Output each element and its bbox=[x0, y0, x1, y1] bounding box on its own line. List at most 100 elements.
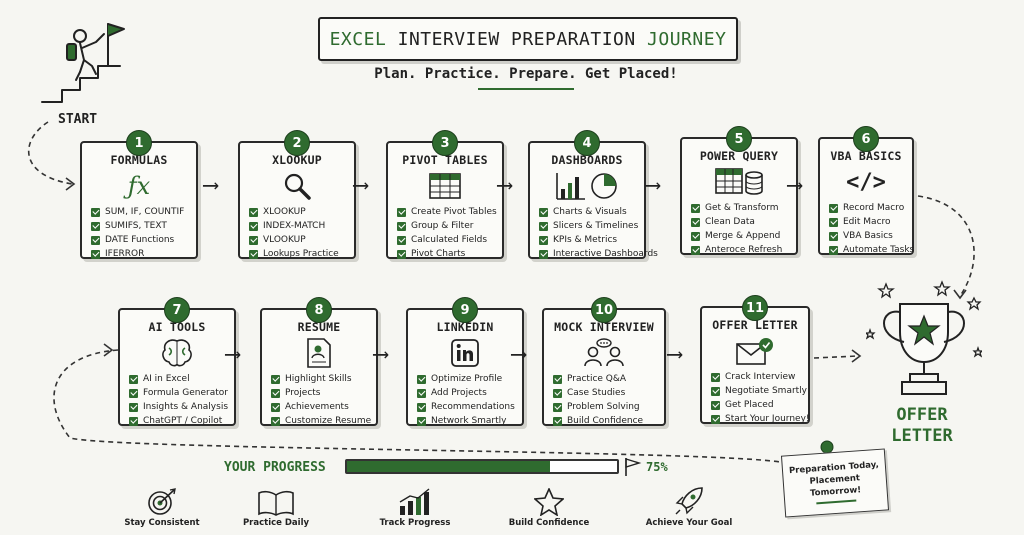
step-badge: 5 bbox=[726, 126, 752, 152]
progress-fill bbox=[347, 461, 550, 472]
list-item: Practice Q&A bbox=[553, 372, 664, 386]
step-card-8: 8 RESUME Highlight Skills Projects Achie… bbox=[260, 297, 378, 428]
envelope-icon bbox=[736, 338, 773, 365]
arrow-right-icon: ⟶ bbox=[668, 342, 682, 367]
code-icon: </> bbox=[846, 169, 886, 195]
target-icon bbox=[148, 488, 176, 515]
list-item: Optimize Profile bbox=[417, 372, 522, 386]
arrow-right-icon: ⟶ bbox=[498, 173, 512, 198]
step-badge: 6 bbox=[853, 126, 879, 152]
list-item: Add Projects bbox=[417, 386, 522, 400]
step-card-3: 3 PIVOT TABLES Create Pivot Tables Group… bbox=[386, 130, 504, 261]
list-item: INDEX-MATCH bbox=[249, 219, 354, 233]
step-badge: 2 bbox=[284, 130, 310, 156]
hiker-stairs-illustration bbox=[41, 23, 125, 103]
brain-icon bbox=[162, 339, 192, 367]
list-item: Insights & Analysis bbox=[129, 400, 234, 414]
step-title: VBA BASICS bbox=[830, 149, 902, 163]
bottom-item-practice-daily: Practice Daily bbox=[221, 486, 331, 528]
progress-percent: 75% bbox=[646, 460, 668, 474]
note-underline bbox=[816, 499, 857, 505]
step-badge: 9 bbox=[452, 297, 478, 323]
book-icon bbox=[258, 490, 294, 516]
list-item: Anteroce Refresh bbox=[691, 243, 796, 257]
list-item: Slicers & Timelines bbox=[539, 219, 644, 233]
step-card-1: 1 FORMULAS ƒx SUM, IF, COUNTIF SUMIFS, T… bbox=[80, 130, 198, 261]
offer-letter-label: OFFER LETTER bbox=[891, 405, 953, 446]
magnifier-icon bbox=[284, 173, 311, 200]
title-word-excel: EXCEL bbox=[329, 28, 387, 50]
list-item: Edit Macro bbox=[829, 215, 912, 229]
list-item: Formula Generator bbox=[129, 386, 234, 400]
list-item: ChatGPT / Copilot bbox=[129, 414, 234, 428]
arrow-right-icon: ⟶ bbox=[646, 173, 660, 198]
step-card-6: 6 VBA BASICS </> Record Macro Edit Macro… bbox=[818, 126, 914, 257]
step-title: MOCK INTERVIEW bbox=[554, 320, 654, 334]
arrow-right-icon: ⟶ bbox=[374, 342, 388, 367]
arrow-right-icon: ⟶ bbox=[354, 173, 368, 198]
motivation-note: Preparation Today, Placement Tomorrow! bbox=[780, 448, 890, 518]
step-badge: 1 bbox=[126, 130, 152, 156]
list-item: Create Pivot Tables bbox=[397, 205, 502, 219]
list-item: Build Confidence bbox=[553, 414, 664, 428]
step-title: XLOOKUP bbox=[272, 153, 322, 167]
progress-label: YOUR PROGRESS bbox=[224, 460, 326, 475]
title-banner: EXCEL INTERVIEW PREPARATION JOURNEY bbox=[318, 17, 738, 61]
step-title: FORMULAS bbox=[110, 153, 168, 167]
bottom-item-track-progress: Track Progress bbox=[360, 486, 470, 528]
list-item: Achievements bbox=[271, 400, 376, 414]
arrow-right-icon: ⟶ bbox=[788, 173, 802, 198]
list-item: Start Your Journey! bbox=[711, 412, 810, 426]
subtitle: Plan. Practice. Prepare. Get Placed! bbox=[374, 66, 678, 82]
arrow-right-icon: ⟶ bbox=[226, 342, 240, 367]
list-item: SUM, IF, COUNTIF bbox=[91, 205, 196, 219]
step-title: LINKEDIN bbox=[436, 320, 494, 334]
table-database-icon bbox=[715, 168, 763, 195]
list-item: Merge & Append bbox=[691, 229, 796, 243]
step-card-9: 9 LINKEDIN Optimize Profile Add Projects… bbox=[406, 297, 524, 428]
title-word-middle: INTERVIEW PREPARATION bbox=[397, 28, 636, 50]
list-item: DATE Functions bbox=[91, 233, 196, 247]
step-title: RESUME bbox=[297, 320, 341, 334]
subtitle-underline bbox=[478, 88, 574, 90]
list-item: Clean Data bbox=[691, 215, 796, 229]
list-item: KPIs & Metrics bbox=[539, 233, 644, 247]
list-item: Recommendations bbox=[417, 400, 522, 414]
list-item: Customize Resume bbox=[271, 414, 376, 428]
list-item: Record Macro bbox=[829, 201, 912, 215]
flag-icon bbox=[625, 458, 642, 476]
list-item: Problem Solving bbox=[553, 400, 664, 414]
list-item: Charts & Visuals bbox=[539, 205, 644, 219]
list-item: VBA Basics bbox=[829, 229, 912, 243]
list-item: XLOOKUP bbox=[249, 205, 354, 219]
step-badge: 4 bbox=[574, 130, 600, 156]
fx-icon: ƒx bbox=[127, 172, 151, 200]
table-icon bbox=[429, 173, 461, 199]
step-title: PIVOT TABLES bbox=[402, 153, 488, 167]
list-item: IFERROR bbox=[91, 247, 196, 261]
step-badge: 11 bbox=[742, 295, 768, 321]
list-item: Calculated Fields bbox=[397, 233, 502, 247]
step-card-11: 11 OFFER LETTER Crack Interview Negotiat… bbox=[700, 295, 810, 426]
list-item: Get & Transform bbox=[691, 201, 796, 215]
trophy-icon bbox=[866, 280, 982, 395]
step-badge: 3 bbox=[432, 130, 458, 156]
step-badge: 10 bbox=[591, 297, 617, 323]
list-item: Network Smartly bbox=[417, 414, 522, 428]
arrow-right-icon: ⟶ bbox=[512, 342, 526, 367]
list-item: Projects bbox=[271, 386, 376, 400]
step-card-10: 10 MOCK INTERVIEW Practice Q&A Case Stud… bbox=[542, 297, 666, 428]
list-item: Pivot Charts bbox=[397, 247, 502, 261]
list-item: SUMIFS, TEXT bbox=[91, 219, 196, 233]
bar-chart-icon bbox=[399, 488, 430, 515]
step-card-7: 7 AI TOOLS AI in Excel Formula Generator… bbox=[118, 297, 236, 428]
rocket-icon bbox=[675, 487, 703, 515]
list-item: Lookups Practice bbox=[249, 247, 354, 261]
step-badge: 7 bbox=[164, 297, 190, 323]
list-item: Automate Tasks bbox=[829, 243, 914, 257]
list-item: Negotiate Smartly bbox=[711, 384, 808, 398]
step-badge: 8 bbox=[306, 297, 332, 323]
resume-icon bbox=[307, 338, 331, 368]
arrow-right-icon: ⟶ bbox=[204, 173, 218, 198]
